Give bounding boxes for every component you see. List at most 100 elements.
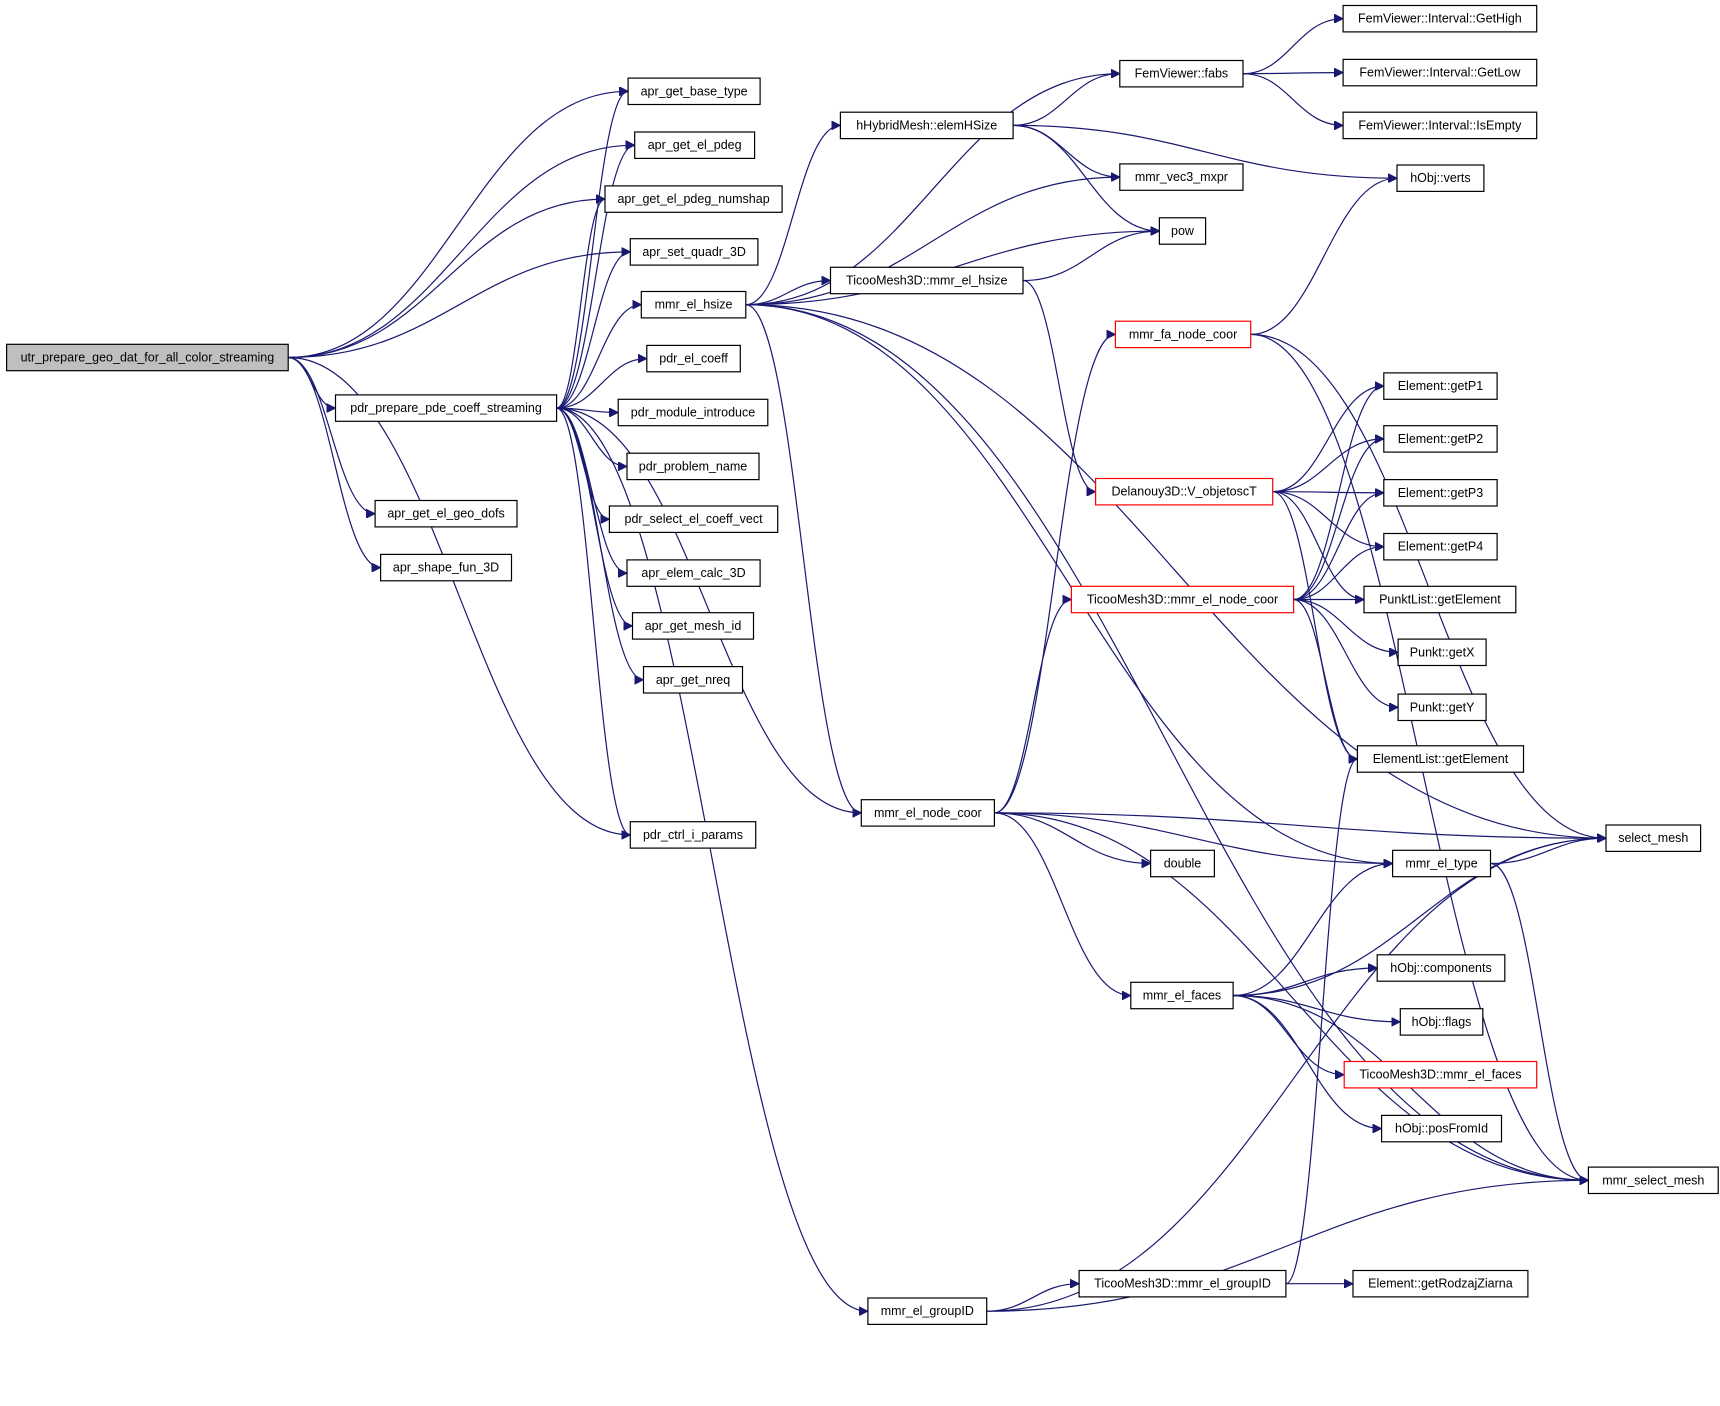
node-delanouy[interactable]: Delanouy3D::V_objetoscT bbox=[1094, 477, 1274, 506]
node-box[interactable] bbox=[1356, 745, 1525, 773]
node-box[interactable] bbox=[1380, 1114, 1503, 1143]
node-box[interactable] bbox=[1114, 320, 1252, 349]
node-box[interactable] bbox=[380, 553, 513, 582]
node-box[interactable] bbox=[1078, 1269, 1287, 1298]
node-ticoo_groupID[interactable]: TicooMesh3D::mmr_el_groupID bbox=[1078, 1269, 1287, 1298]
node-box[interactable] bbox=[626, 559, 761, 587]
node-box[interactable] bbox=[642, 665, 744, 694]
node-elementlist_getElement[interactable]: ElementList::getElement bbox=[1356, 745, 1525, 773]
node-flags[interactable]: hObj::flags bbox=[1399, 1008, 1484, 1036]
node-box[interactable] bbox=[626, 452, 760, 481]
node-box[interactable] bbox=[629, 238, 759, 266]
node-ticoo_node_coor[interactable]: TicooMesh3D::mmr_el_node_coor bbox=[1070, 585, 1295, 614]
node-box[interactable] bbox=[640, 290, 747, 319]
node-box[interactable] bbox=[334, 394, 558, 422]
node-nreq[interactable]: apr_get_nreq bbox=[642, 665, 744, 694]
node-select_mesh[interactable]: select_mesh bbox=[1605, 824, 1702, 852]
node-el_type[interactable]: mmr_el_type bbox=[1391, 849, 1492, 878]
node-box[interactable] bbox=[1094, 477, 1274, 506]
node-box[interactable] bbox=[604, 185, 783, 213]
node-fabs[interactable]: FemViewer::fabs bbox=[1119, 59, 1244, 88]
node-box[interactable] bbox=[1158, 217, 1207, 245]
node-box[interactable] bbox=[617, 398, 769, 427]
node-getP2[interactable]: Element::getP2 bbox=[1383, 425, 1498, 453]
node-getRodzaj[interactable]: Element::getRodzajZiarna bbox=[1352, 1269, 1529, 1298]
node-double[interactable]: double bbox=[1149, 849, 1215, 878]
node-box[interactable] bbox=[1149, 849, 1215, 878]
node-el_pdeg_numshap[interactable]: apr_get_el_pdeg_numshap bbox=[604, 185, 783, 213]
node-node_coor[interactable]: mmr_el_node_coor bbox=[860, 799, 995, 827]
node-getX[interactable]: Punkt::getX bbox=[1397, 638, 1487, 667]
node-box[interactable] bbox=[1070, 585, 1295, 614]
node-box[interactable] bbox=[608, 505, 779, 533]
node-is_empty[interactable]: FemViewer::Interval::IsEmpty bbox=[1342, 111, 1538, 140]
node-pow[interactable]: pow bbox=[1158, 217, 1207, 245]
node-box[interactable] bbox=[1587, 1166, 1719, 1195]
node-mmr_select_mesh[interactable]: mmr_select_mesh bbox=[1587, 1166, 1719, 1195]
node-box[interactable] bbox=[1397, 693, 1487, 722]
node-geo_dofs[interactable]: apr_get_el_geo_dofs bbox=[374, 499, 518, 528]
node-box[interactable] bbox=[1130, 981, 1234, 1010]
node-box[interactable] bbox=[629, 821, 757, 849]
node-box[interactable] bbox=[1363, 585, 1517, 614]
node-elem_calc[interactable]: apr_elem_calc_3D bbox=[626, 559, 761, 587]
node-posFromId[interactable]: hObj::posFromId bbox=[1380, 1114, 1503, 1143]
node-mesh_id[interactable]: apr_get_mesh_id bbox=[631, 612, 755, 640]
node-vec3_mxpr[interactable]: mmr_vec3_mxpr bbox=[1119, 163, 1244, 191]
node-groupID[interactable]: mmr_el_groupID bbox=[867, 1297, 988, 1325]
node-box[interactable] bbox=[860, 799, 995, 827]
node-box[interactable] bbox=[1383, 479, 1498, 507]
node-components[interactable]: hObj::components bbox=[1376, 954, 1506, 982]
node-getP4[interactable]: Element::getP4 bbox=[1383, 532, 1498, 561]
node-box[interactable] bbox=[1605, 824, 1702, 852]
node-shape_fun[interactable]: apr_shape_fun_3D bbox=[380, 553, 513, 582]
node-box[interactable] bbox=[1383, 425, 1498, 453]
node-box[interactable] bbox=[1397, 638, 1487, 667]
node-box[interactable] bbox=[1352, 1269, 1529, 1298]
node-box[interactable] bbox=[646, 344, 741, 373]
node-box[interactable] bbox=[839, 111, 1014, 140]
node-select_coeff[interactable]: pdr_select_el_coeff_vect bbox=[608, 505, 779, 533]
node-box[interactable] bbox=[1119, 163, 1244, 191]
node-box[interactable] bbox=[1343, 1060, 1538, 1089]
node-pdr_coeff[interactable]: pdr_el_coeff bbox=[646, 344, 741, 373]
node-problem_name[interactable]: pdr_problem_name bbox=[626, 452, 760, 481]
node-box[interactable] bbox=[1342, 111, 1538, 140]
node-box[interactable] bbox=[1342, 58, 1538, 87]
node-get_high[interactable]: FemViewer::Interval::GetHigh bbox=[1342, 4, 1538, 33]
node-box[interactable] bbox=[1399, 1008, 1484, 1036]
node-box[interactable] bbox=[374, 499, 518, 528]
node-root[interactable]: utr_prepare_geo_dat_for_all_color_stream… bbox=[5, 343, 289, 372]
node-set_quadr[interactable]: apr_set_quadr_3D bbox=[629, 238, 759, 266]
node-box[interactable] bbox=[1383, 372, 1498, 400]
node-ticoo_faces[interactable]: TicooMesh3D::mmr_el_faces bbox=[1343, 1060, 1538, 1089]
node-el_hsize[interactable]: mmr_el_hsize bbox=[640, 290, 747, 319]
node-getY[interactable]: Punkt::getY bbox=[1397, 693, 1487, 722]
node-ctrl_params[interactable]: pdr_ctrl_i_params bbox=[629, 821, 757, 849]
node-ticoo_hsize[interactable]: TicooMesh3D::mmr_el_hsize bbox=[829, 266, 1024, 295]
node-get_low[interactable]: FemViewer::Interval::GetLow bbox=[1342, 58, 1538, 87]
node-box[interactable] bbox=[627, 77, 761, 106]
node-getP1[interactable]: Element::getP1 bbox=[1383, 372, 1498, 400]
node-box[interactable] bbox=[829, 266, 1024, 295]
node-box[interactable] bbox=[5, 343, 289, 372]
node-module_intro[interactable]: pdr_module_introduce bbox=[617, 398, 769, 427]
node-box[interactable] bbox=[634, 131, 756, 159]
node-box[interactable] bbox=[631, 612, 755, 640]
node-elemHSize[interactable]: hHybridMesh::elemHSize bbox=[839, 111, 1014, 140]
node-punkt_getElement[interactable]: PunktList::getElement bbox=[1363, 585, 1517, 614]
node-verts[interactable]: hObj::verts bbox=[1396, 164, 1485, 192]
node-box[interactable] bbox=[1376, 954, 1506, 982]
node-box[interactable] bbox=[1342, 4, 1538, 33]
node-el_faces[interactable]: mmr_el_faces bbox=[1130, 981, 1234, 1010]
node-el_pdeg[interactable]: apr_get_el_pdeg bbox=[634, 131, 756, 159]
node-box[interactable] bbox=[1391, 849, 1492, 878]
node-box[interactable] bbox=[867, 1297, 988, 1325]
node-box[interactable] bbox=[1396, 164, 1485, 192]
node-prepare_pde[interactable]: pdr_prepare_pde_coeff_streaming bbox=[334, 394, 558, 422]
node-box[interactable] bbox=[1383, 532, 1498, 561]
node-getP3[interactable]: Element::getP3 bbox=[1383, 479, 1498, 507]
node-box[interactable] bbox=[1119, 59, 1244, 88]
node-base_type[interactable]: apr_get_base_type bbox=[627, 77, 761, 106]
node-fa_node_coor[interactable]: mmr_fa_node_coor bbox=[1114, 320, 1252, 349]
